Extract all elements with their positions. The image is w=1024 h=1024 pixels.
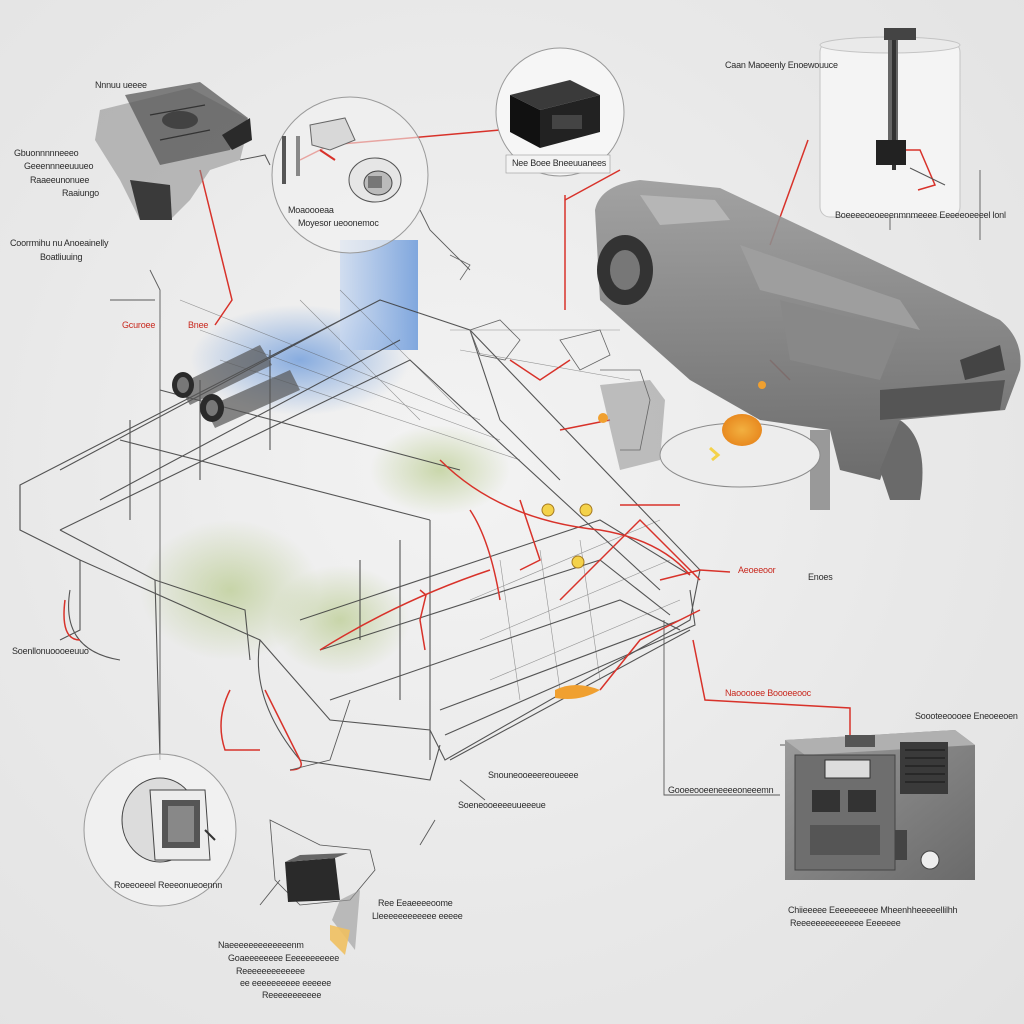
label-center-low-2: Soeneooeeeeuueeeue (458, 800, 546, 810)
label-bottom-right-1: Chiieeeee Eeeeeeeeee Mheenhheeeeellilhh (788, 905, 958, 915)
label-battery-2: Lleeeeeeeeeeee eeeee (372, 911, 463, 921)
ignition-coil-icon (282, 117, 402, 203)
label-stack-3: Reeeeeeeeeeeee (236, 966, 305, 976)
label-top-left-3: Raaeeunonuee (30, 175, 90, 185)
label-top-left-1: Gbuonnnnneeeo (14, 148, 79, 158)
label-red-right: Aeoeeoor (738, 565, 776, 575)
label-left-mid-1: Coorrmihu nu Anoeainelly (10, 238, 109, 248)
label-stack-4: ee eeeeeeeeee eeeeee (240, 978, 332, 988)
label-right-mid: Enoes (808, 572, 833, 582)
suv-body (595, 180, 1021, 510)
label-module-box: Nee Boee Bneeuuanees (512, 158, 607, 168)
round-sensor-icon (121, 777, 216, 863)
indicator-dots (541, 381, 766, 699)
label-stack-2: Goaeeeeeeee Eeeeeeeeeee (228, 953, 340, 963)
label-tank-caption: Boeeeeoeoeeenmnmeeee Eeeeeoeeeel lonl (835, 210, 1006, 220)
label-sensor-caption: Roeeoeeel Reeeonueoennn (114, 880, 223, 890)
label-battery-1: Ree Eeaeeeeoome (378, 898, 453, 908)
coil-magnifier (271, 96, 429, 254)
label-top-right-heading: Caan Maoeenly Enoewouuce (725, 60, 838, 70)
dish-assembly (600, 380, 821, 488)
label-red-left-2: Bnee (188, 320, 209, 330)
label-bottom-right-2: Reeeeeeeeeeeeee Eeeeeee (790, 918, 901, 928)
label-top-left-4: Raaiungo (62, 188, 99, 198)
label-stack-1: Naeeeeeeeeeeeeenm (218, 940, 304, 950)
label-top-left-2: Geeennneeuuueo (24, 161, 94, 171)
label-center-low-1: Snouneooeeereoueeee (488, 770, 579, 780)
label-panel-caption: Gooeeooeeneeeeoneeemn (668, 785, 774, 795)
module-magnifier (495, 47, 625, 177)
bracket-parts (449, 254, 651, 451)
label-panel-heading: Soooteeoooee Eneoeeoen (915, 711, 1018, 721)
blue-duct (340, 240, 418, 350)
exhaust-pipes (172, 345, 300, 428)
sensor-magnifier (83, 753, 237, 907)
engine-block-icon (95, 82, 271, 220)
label-red-left-1: Gcuroee (122, 320, 156, 330)
label-center-top-2: Moyesor ueoonemoc (298, 218, 379, 228)
battery-icon (269, 819, 376, 955)
label-stack-5: Reeeeeeeeeee (262, 990, 322, 1000)
label-red-center-low: Naooooee Boooeeooc (725, 688, 811, 698)
label-left-low: Soenllonuoooeeuuo (12, 646, 89, 656)
control-panel-icon (785, 730, 975, 880)
label-top-left-heading: Nnnuu ueeee (95, 80, 147, 90)
black-module-box-icon (510, 80, 600, 148)
vehicle-detail-lines (179, 289, 681, 701)
tank-sensor-icon (819, 28, 961, 218)
color-washes (140, 305, 510, 675)
label-center-top-1: Moaoooeaa (288, 205, 334, 215)
label-left-mid-2: Boatliuuing (40, 252, 83, 262)
